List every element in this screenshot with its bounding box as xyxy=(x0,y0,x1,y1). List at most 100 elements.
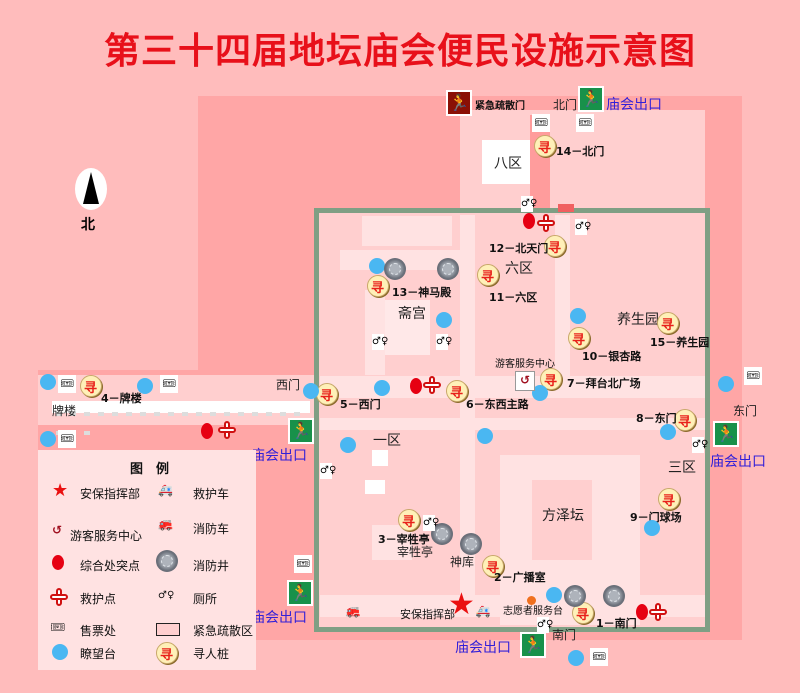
area-shenku: 神库 xyxy=(450,555,475,569)
ticket-office-icon: 🎟 xyxy=(58,430,76,448)
emergency-exit-icon: 🏃 xyxy=(446,90,472,116)
seek-person-icon[interactable] xyxy=(316,383,338,405)
seek-person-icon[interactable] xyxy=(568,327,590,349)
seek-person-icon[interactable] xyxy=(534,135,556,157)
legend-label: 厕所 xyxy=(193,592,218,606)
zaishengting-block xyxy=(372,525,412,560)
block xyxy=(362,216,452,246)
first-aid-icon xyxy=(50,588,68,606)
red-dot-icon xyxy=(52,555,64,570)
exit-west-icon[interactable]: 🏃 xyxy=(288,418,314,444)
legend-label: 瞭望台 xyxy=(80,647,117,661)
exit-south-label[interactable]: 庙会出口 xyxy=(455,640,511,656)
seek-person-icon[interactable] xyxy=(367,275,389,297)
zhaigong-block xyxy=(385,300,430,355)
watchtower-icon xyxy=(718,376,734,392)
area-zone3: 三区 xyxy=(668,460,696,476)
ticket-office-icon: 🎟 xyxy=(58,375,76,393)
watchtower-icon xyxy=(340,437,356,453)
seek-person-icon[interactable] xyxy=(482,555,504,577)
toilet-icon: ♂♀ xyxy=(575,219,591,235)
ticket-icon: 🎟 xyxy=(50,620,66,634)
emergency-exit-label: 紧急疏散门 xyxy=(475,101,525,112)
north-label: 北 xyxy=(81,217,95,233)
area-zaishengting: 宰牲亭 xyxy=(397,545,434,559)
seek-person-icon xyxy=(156,642,178,664)
toilet-icon: ♂♀ xyxy=(436,334,452,350)
watchtower-icon xyxy=(546,587,562,603)
seek-point-label: 15－养生园 xyxy=(650,336,710,349)
toilet-icon: ♂♀ xyxy=(320,463,336,479)
star-icon: ★ xyxy=(52,480,69,501)
watchtower-icon xyxy=(374,380,390,396)
watchtower-icon xyxy=(644,520,660,536)
toilet-icon: ♂♀ xyxy=(521,196,537,212)
seek-person-icon[interactable] xyxy=(658,488,680,510)
toilet-icon: ♂♀ xyxy=(423,515,439,531)
area-fangzetan: 方泽坛 xyxy=(542,508,584,524)
seek-person-icon[interactable] xyxy=(657,312,679,334)
first-aid-icon xyxy=(649,603,667,621)
exit-southwest-label[interactable]: 庙会出口 xyxy=(251,610,307,626)
watchtower-icon xyxy=(660,424,676,440)
seek-person-icon[interactable] xyxy=(80,375,102,397)
fire-hydrant-icon xyxy=(564,585,586,607)
seek-point-label: 6－东西主路 xyxy=(466,398,529,411)
security-hq-star-icon: ★ xyxy=(448,587,475,622)
visitor-center-label: 游客服务中心 xyxy=(495,359,555,370)
fire-truck-icon: 🚒 xyxy=(345,604,361,618)
first-aid-icon xyxy=(218,421,236,439)
fangzetan-inner xyxy=(532,480,592,560)
watchtower-icon xyxy=(52,644,68,660)
visitor-center-icon: ↺ xyxy=(52,523,63,537)
seek-point-label: 8－东门 xyxy=(636,412,677,425)
watchtower-icon xyxy=(568,650,584,666)
watchtower-icon xyxy=(436,312,452,328)
area-zhaigong: 斋宫 xyxy=(398,306,426,322)
response-point-icon xyxy=(636,604,648,620)
ticket-office-icon: 🎟 xyxy=(590,648,608,666)
seek-person-icon[interactable] xyxy=(544,235,566,257)
seek-point-label: 4－牌楼 xyxy=(101,392,142,405)
north-arrow-icon xyxy=(75,168,107,210)
seek-point-label: 11－六区 xyxy=(489,291,538,304)
exit-south-icon[interactable]: 🏃 xyxy=(520,632,546,658)
legend-label: 消防车 xyxy=(193,522,230,536)
seek-person-icon[interactable] xyxy=(540,368,562,390)
seek-point-label: 14－北门 xyxy=(556,145,605,158)
road xyxy=(320,418,705,430)
road xyxy=(365,290,385,375)
seek-person-icon[interactable] xyxy=(398,509,420,531)
gate-west: 西门 xyxy=(276,378,301,392)
seek-person-icon[interactable] xyxy=(477,264,499,286)
seek-point-label: 10－银杏路 xyxy=(582,350,642,363)
legend-panel: 图 例 ★ 安保指挥部 🚑 救护车 ↺ 游客服务中心 🚒 消防车 综合处突点 消… xyxy=(38,450,256,670)
seek-person-icon[interactable] xyxy=(446,380,468,402)
fire-truck-icon: 🚒 xyxy=(158,517,173,531)
exit-north-label[interactable]: 庙会出口 xyxy=(606,97,662,113)
ticket-office-icon: 🎟 xyxy=(532,114,550,132)
toilet-icon: ♂♀ xyxy=(537,617,553,633)
evacuation-zone-icon xyxy=(156,623,180,636)
exit-north-icon[interactable]: 🏃 xyxy=(578,86,604,112)
seek-point-label: 9－门球场 xyxy=(630,511,682,524)
exit-west-label[interactable]: 庙会出口 xyxy=(251,448,307,464)
exit-east-label[interactable]: 庙会出口 xyxy=(710,454,766,470)
exit-east-icon[interactable]: 🏃 xyxy=(713,421,739,447)
seek-person-icon[interactable] xyxy=(674,409,696,431)
ticket-office-icon: 🎟 xyxy=(160,375,178,393)
fire-hydrant-icon xyxy=(384,258,406,280)
volunteer-marker-icon xyxy=(527,596,536,605)
fire-hydrant-icon xyxy=(460,533,482,555)
ambulance-icon: 🚑 xyxy=(475,604,491,618)
toilet-icon: ♂♀ xyxy=(158,590,175,601)
exit-southwest-icon[interactable]: 🏃 xyxy=(287,580,313,606)
volunteer-desk-label: 志愿者服务台 xyxy=(503,606,563,617)
ticket-office-icon: 🎟 xyxy=(576,114,594,132)
road xyxy=(460,215,475,615)
seek-point-label: 7－拜台北广场 xyxy=(567,377,641,390)
ticket-office-icon: 🎟 xyxy=(744,367,762,385)
legend-label: 售票处 xyxy=(80,624,117,638)
area-zone1: 一区 xyxy=(373,433,401,449)
watchtower-icon xyxy=(369,258,385,274)
